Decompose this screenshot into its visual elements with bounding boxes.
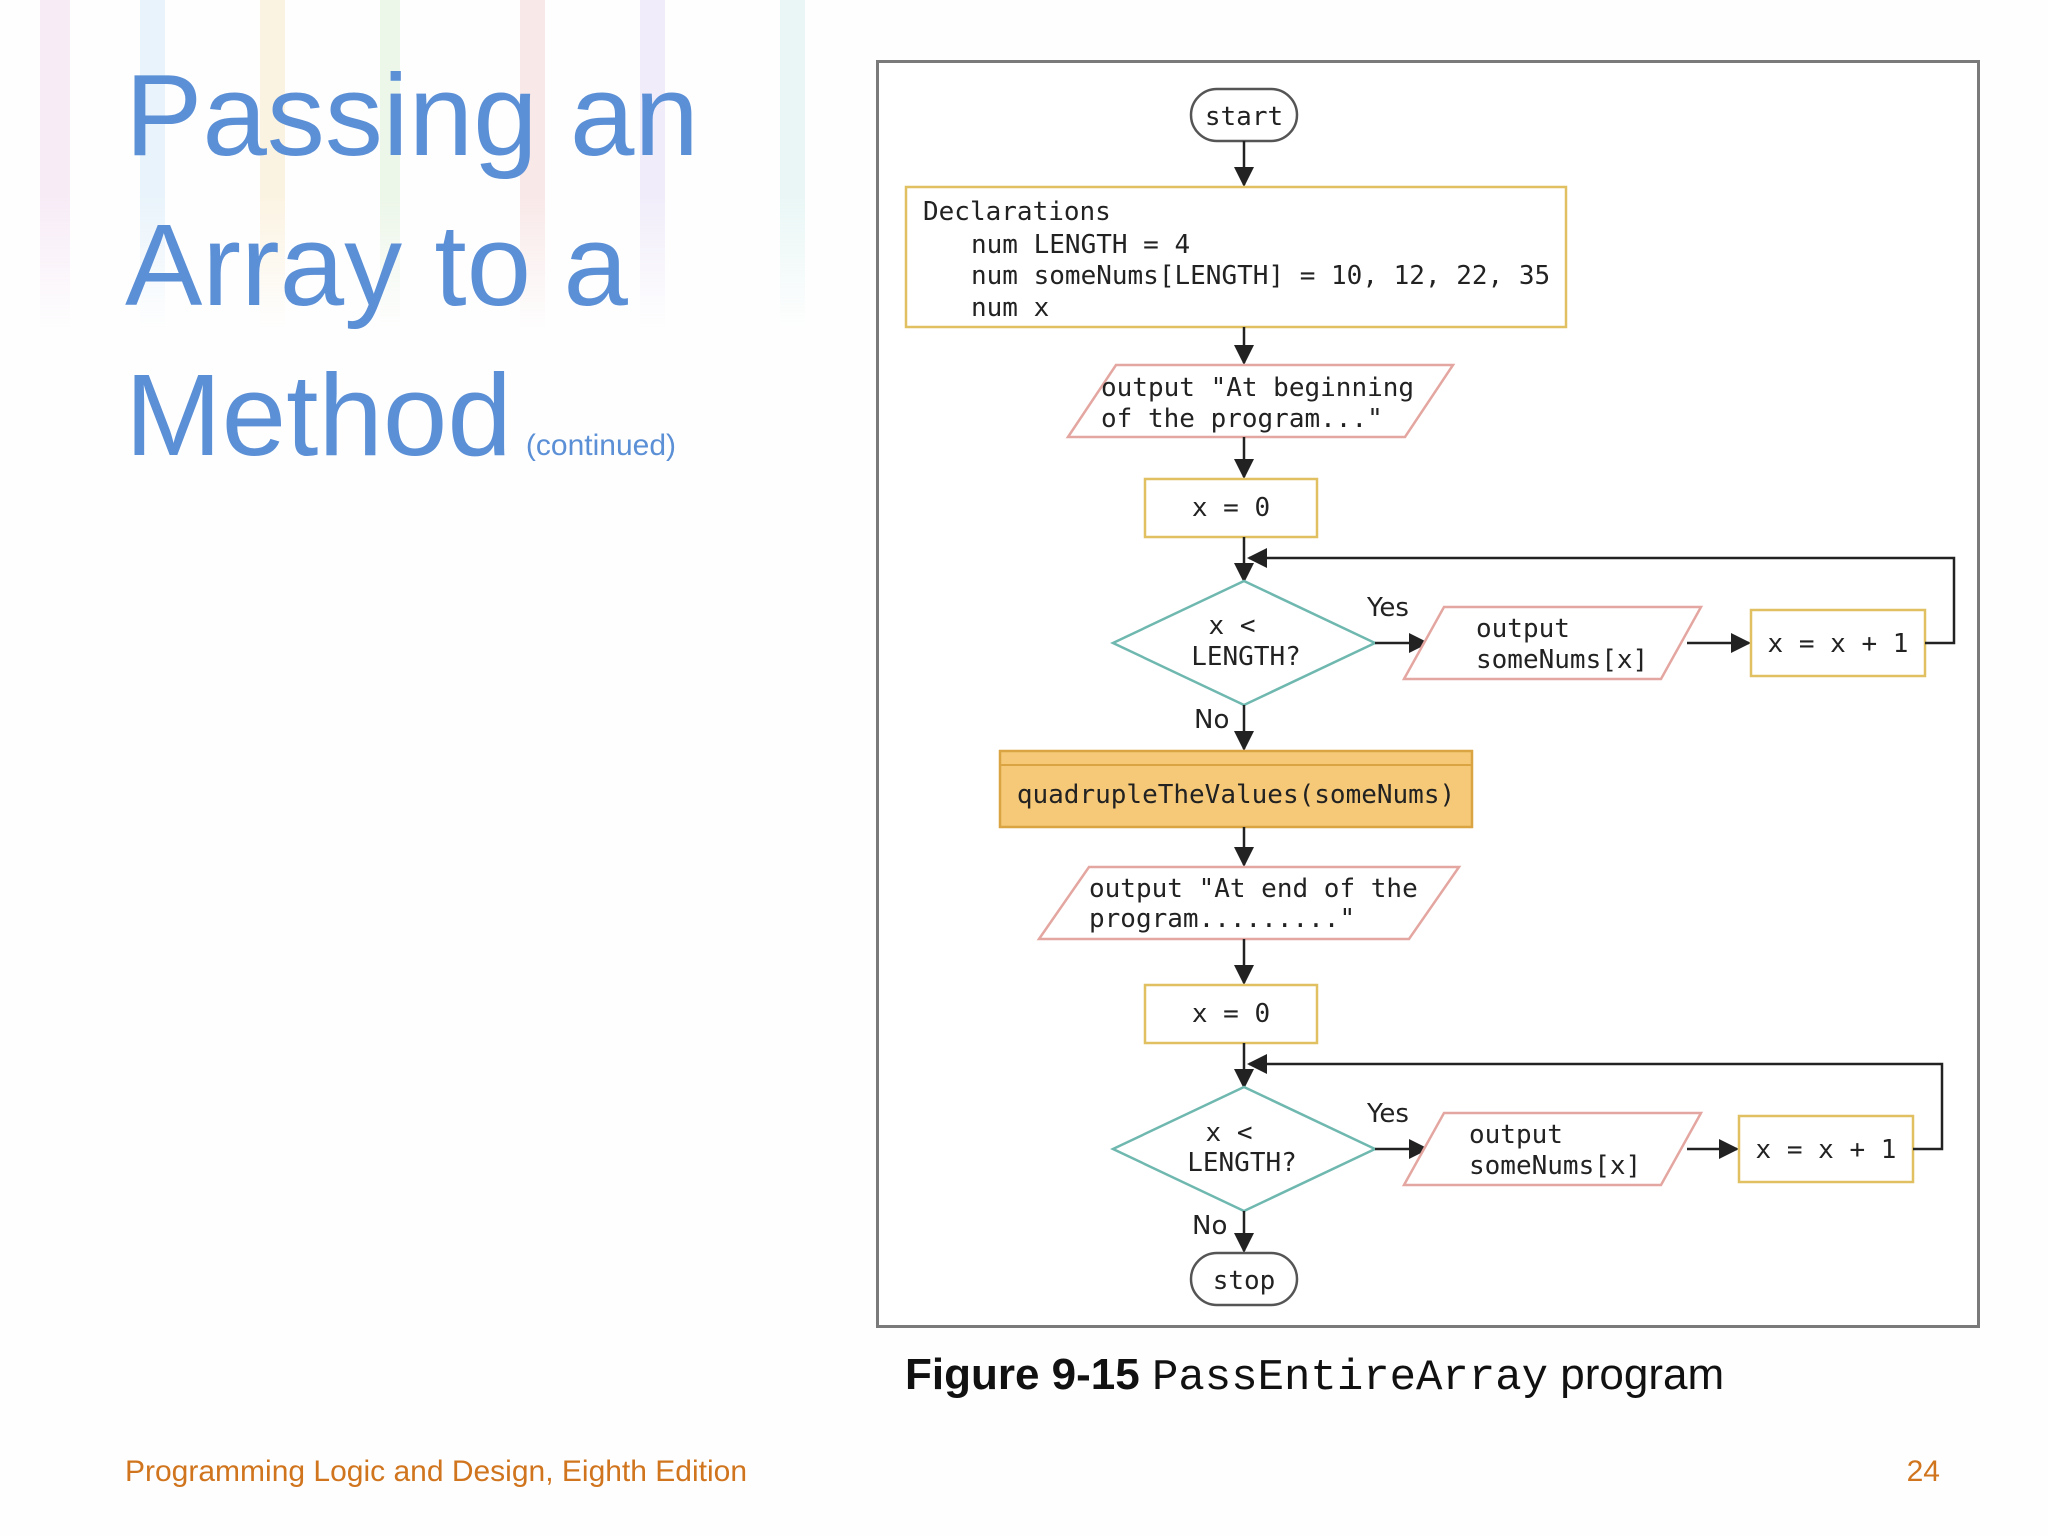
output-loop1-line-1: output bbox=[1476, 614, 1570, 644]
no2-label: No bbox=[1192, 1211, 1227, 1241]
output-loop1-line-2: someNums[x] bbox=[1476, 645, 1648, 675]
output-loop2-line-1: output bbox=[1469, 1120, 1563, 1150]
title-line-1: Passing an bbox=[125, 50, 699, 180]
output-begin-line-1: output "At beginning bbox=[1101, 373, 1414, 403]
start-label: start bbox=[1205, 102, 1283, 132]
declarations-line-1: num LENGTH = 4 bbox=[971, 230, 1190, 260]
assign2-box bbox=[1143, 983, 1319, 1045]
loopback1-line bbox=[1247, 548, 1956, 645]
declarations-box bbox=[904, 185, 1568, 329]
incr2-label: x = x + 1 bbox=[1756, 1135, 1897, 1165]
output-end-parallelogram bbox=[1036, 865, 1462, 941]
assign1-box bbox=[1143, 477, 1319, 539]
figure-caption-rest: program bbox=[1560, 1350, 1725, 1399]
decision1-line-1: x < bbox=[1209, 611, 1256, 641]
title-suffix: (continued) bbox=[525, 429, 677, 462]
incr1-label: x = x + 1 bbox=[1768, 629, 1909, 659]
declarations-line-2: num someNums[LENGTH] = 10, 12, 22, 35 bbox=[971, 261, 1550, 291]
stop-label: stop bbox=[1213, 1266, 1276, 1296]
output-end-line-2: program........." bbox=[1089, 904, 1355, 934]
output-begin-parallelogram bbox=[1065, 363, 1456, 439]
flowchart-diagram: start Declarations num LENGTH = 4 num so… bbox=[904, 87, 1956, 1307]
page-number: 24 bbox=[1906, 1455, 1940, 1488]
method-call-label: quadrupleTheValues(someNums) bbox=[1017, 780, 1455, 810]
flowchart-frame: start Declarations num LENGTH = 4 num so… bbox=[876, 60, 1980, 1328]
incr1-box bbox=[1749, 608, 1927, 678]
title-line-3: Method (continued) bbox=[125, 340, 765, 521]
decision2-line-1: x < bbox=[1206, 1118, 1253, 1148]
decision1-line-2: LENGTH? bbox=[1191, 642, 1301, 672]
assign2-label: x = 0 bbox=[1192, 999, 1270, 1029]
declarations-line-3: num x bbox=[971, 293, 1049, 323]
yes2-label: Yes bbox=[1366, 1099, 1409, 1129]
stop-terminal bbox=[1189, 1251, 1299, 1307]
footer-book-title: Programming Logic and Design, Eighth Edi… bbox=[125, 1455, 748, 1488]
output-loop1-parallelogram bbox=[1401, 605, 1704, 681]
method-call-box bbox=[998, 749, 1474, 829]
output-loop2-parallelogram bbox=[1401, 1111, 1704, 1187]
no1-label: No bbox=[1194, 705, 1229, 735]
output-end-line-1: output "At end of the bbox=[1089, 874, 1418, 904]
yes1-label: Yes bbox=[1366, 593, 1409, 623]
title-line-3-text: Method bbox=[125, 350, 512, 480]
figure-number: Figure 9-15 bbox=[905, 1350, 1140, 1399]
output-loop2-line-2: someNums[x] bbox=[1469, 1151, 1641, 1181]
slide-title: Passing an Array to a Method (continued) bbox=[125, 40, 765, 521]
loopback2-line bbox=[1247, 1054, 1944, 1151]
output-begin-line-2: of the program..." bbox=[1101, 404, 1383, 434]
figure-caption: Figure 9-15 PassEntireArray program bbox=[905, 1350, 2005, 1403]
assign1-label: x = 0 bbox=[1192, 493, 1270, 523]
figure-code-name: PassEntireArray bbox=[1151, 1353, 1549, 1403]
decision2-line-2: LENGTH? bbox=[1187, 1148, 1297, 1178]
declarations-heading: Declarations bbox=[923, 197, 1111, 227]
title-line-2: Array to a bbox=[125, 200, 628, 330]
